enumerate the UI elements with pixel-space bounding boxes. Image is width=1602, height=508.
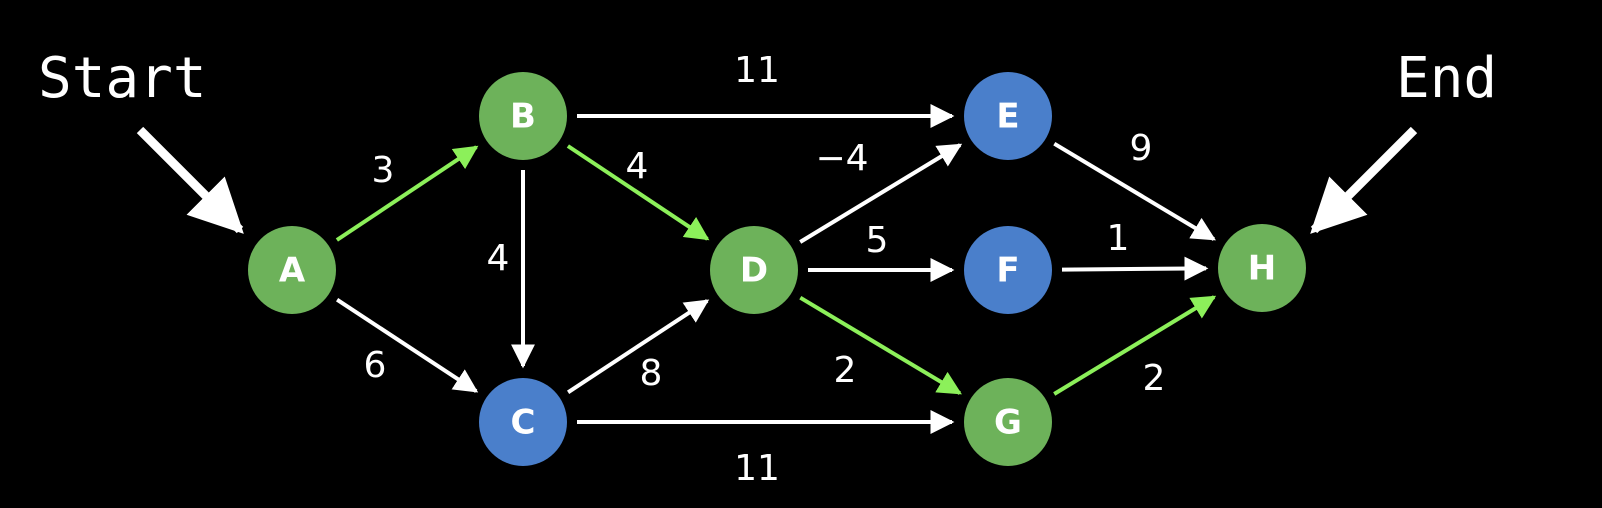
edge-weight-d-e: −4: [815, 138, 868, 179]
node-c: C: [479, 378, 567, 466]
node-label-f: F: [996, 251, 1019, 291]
node-circle-h: [1218, 224, 1306, 312]
end-pointer-arrow: [1310, 126, 1418, 234]
node-f: F: [964, 226, 1052, 314]
end-label: End: [1396, 46, 1497, 111]
edge-weight-e-h: 9: [1130, 128, 1153, 169]
node-circle-f: [964, 226, 1052, 314]
edge-weight-d-g: 2: [834, 350, 857, 391]
node-circle-b: [479, 72, 567, 160]
edge-weight-g-h: 2: [1143, 358, 1166, 399]
node-label-b: B: [510, 97, 536, 137]
edge-d-g: [799, 295, 962, 395]
edges-layer: [335, 104, 1217, 434]
nodes-layer: A B C D E F G H: [248, 72, 1306, 466]
node-circle-c: [479, 378, 567, 466]
edge-weight-c-g: 11: [734, 448, 780, 489]
node-d: D: [710, 226, 798, 314]
edge-weight-d-f: 5: [866, 220, 889, 261]
node-label-g: G: [994, 403, 1022, 443]
node-label-a: A: [279, 251, 306, 291]
edge-weight-b-d: 4: [626, 146, 649, 187]
edge-b-d: [566, 144, 710, 241]
edge-weight-b-c: 4: [487, 238, 510, 279]
start-label: Start: [38, 46, 207, 111]
edge-weight-a-c: 6: [364, 345, 387, 386]
node-circle-g: [964, 378, 1052, 466]
edge-weight-f-h: 1: [1107, 218, 1130, 259]
node-g: G: [964, 378, 1052, 466]
edge-a-b: [335, 145, 479, 242]
node-label-h: H: [1248, 249, 1276, 289]
start-pointer-arrow: [136, 126, 244, 234]
node-a: A: [248, 226, 336, 314]
edge-c-d: [567, 299, 710, 394]
edge-g-h: [1053, 295, 1217, 396]
edge-d-e: [799, 143, 963, 244]
node-label-e: E: [996, 97, 1019, 137]
edge-a-c: [336, 298, 479, 393]
edge-weight-a-b: 3: [372, 150, 395, 191]
node-circle-a: [248, 226, 336, 314]
weights-layer: 3 6 4 4 11 8 11 −4 5 2 9 1 2: [364, 50, 1166, 489]
node-b: B: [479, 72, 567, 160]
edge-weight-b-e: 11: [734, 50, 780, 91]
node-h: H: [1218, 224, 1306, 312]
node-label-c: C: [511, 403, 536, 443]
edge-f-h: [1061, 256, 1209, 281]
node-circle-d: [710, 226, 798, 314]
node-label-d: D: [740, 251, 768, 291]
edge-weight-c-d: 8: [640, 353, 663, 394]
node-circle-e: [964, 72, 1052, 160]
edge-e-h: [1053, 141, 1216, 241]
node-e: E: [964, 72, 1052, 160]
